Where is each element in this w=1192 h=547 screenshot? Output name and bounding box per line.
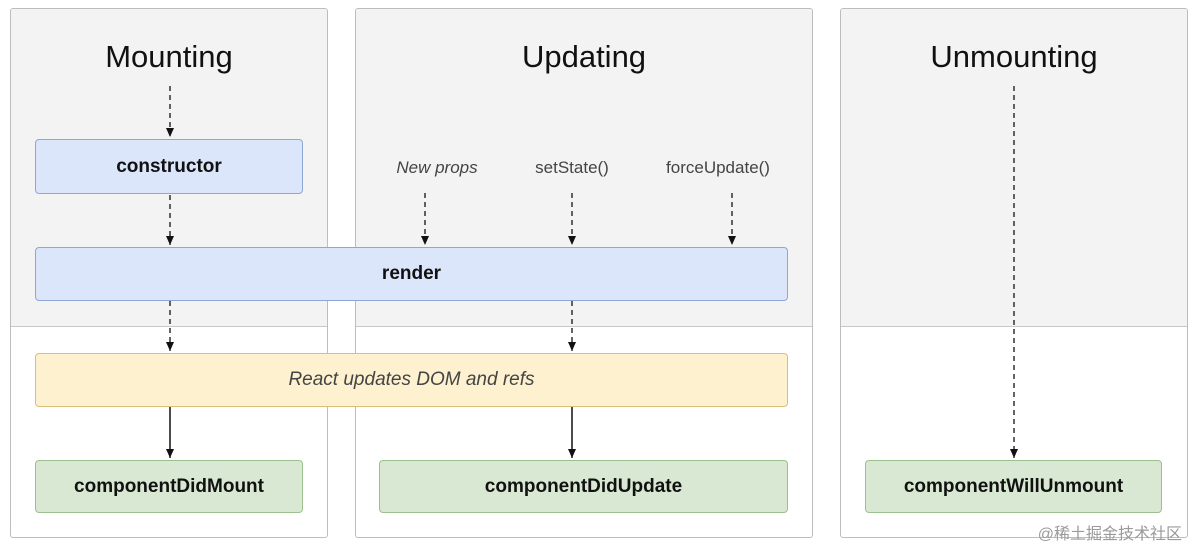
watermark: @稀土掘金技术社区 [1037,526,1182,543]
updating-title: Updating [521,39,647,74]
constructor-box: constructor [35,139,303,194]
unmounting-title: Unmounting [930,39,1098,74]
render-box: render [35,247,788,301]
component-did-update-box: componentDidUpdate [379,460,788,513]
new-props-label: New props [396,158,478,177]
force-update-label: forceUpdate() [666,158,770,177]
dom-update-box: React updates DOM and refs [35,353,788,407]
set-state-label: setState() [535,158,609,177]
mounting-title: Mounting [105,39,233,74]
component-did-mount-box: componentDidMount [35,460,303,513]
component-will-unmount-box: componentWillUnmount [865,460,1162,513]
